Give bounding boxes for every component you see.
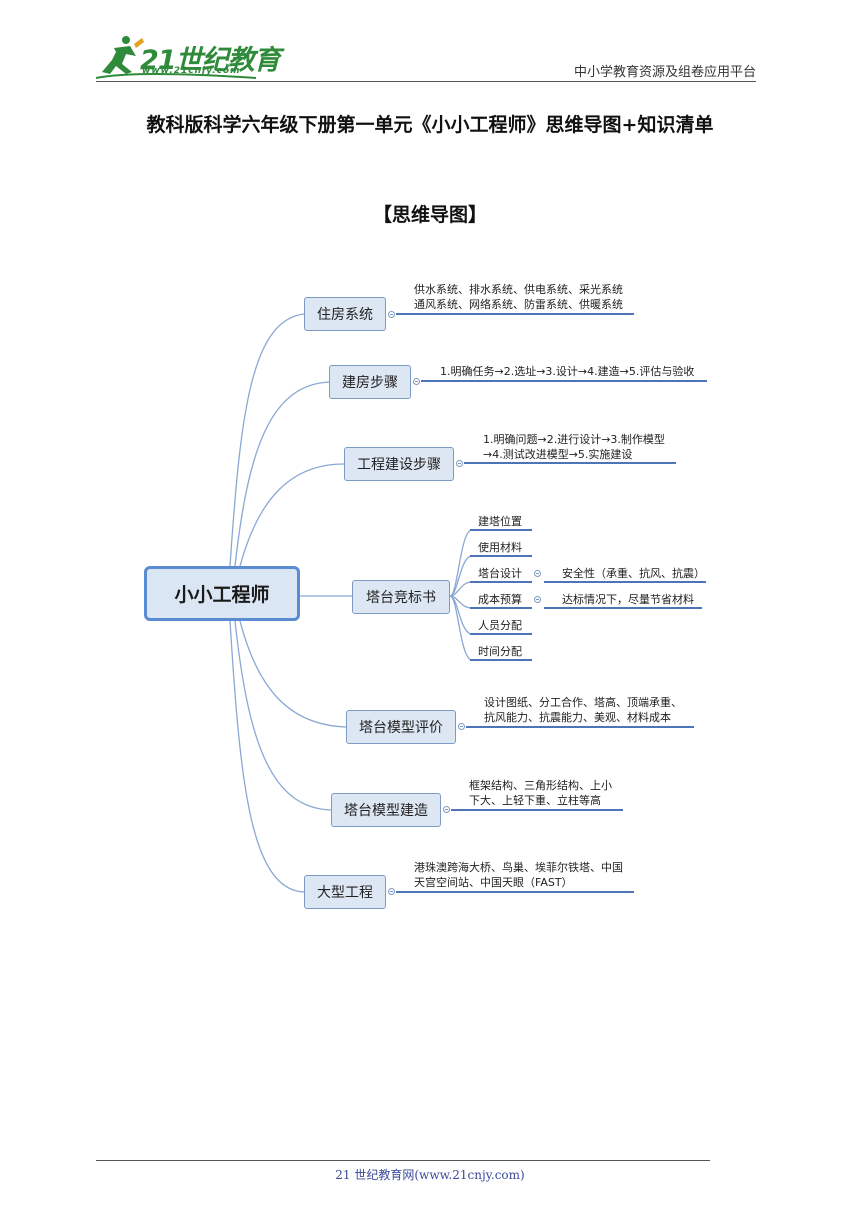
branch-detail-line: 1.明确问题→2.进行设计→3.制作模型	[483, 433, 665, 446]
collapse-icon	[456, 460, 463, 467]
collapse-icon	[413, 378, 420, 385]
bid-item-schedule: 时间分配	[478, 645, 522, 658]
logo-url: www.21cnjy.com	[142, 66, 241, 76]
branch-model-evaluation: 塔台模型评价	[346, 710, 456, 744]
branch-detail-line: 天宫空间站、中国天眼（FAST）	[414, 876, 573, 889]
footer-divider	[96, 1160, 710, 1161]
bid-item-design: 塔台设计	[478, 567, 522, 580]
branch-detail-line: 港珠澳跨海大桥、鸟巢、埃菲尔铁塔、中国	[414, 861, 623, 874]
header-divider	[96, 81, 756, 82]
detail-underline	[470, 659, 532, 661]
collapse-icon	[388, 888, 395, 895]
branch-detail-line: 通风系统、网络系统、防雷系统、供暖系统	[414, 298, 623, 311]
logo-text: 21世纪教育	[140, 45, 281, 76]
branch-major-projects: 大型工程	[304, 875, 386, 909]
detail-underline	[470, 607, 532, 609]
branch-tower-bid: 塔台竞标书	[352, 580, 450, 614]
branch-detail-line: 设计图纸、分工合作、塔高、顶端承重、	[484, 696, 682, 709]
detail-underline	[470, 581, 532, 583]
branch-detail-line: →4.测试改进模型→5.实施建设	[483, 448, 633, 461]
mindmap-central-node: 小小工程师	[144, 566, 300, 621]
branch-detail-line: 1.明确任务→2.选址→3.设计→4.建造→5.评估与验收	[440, 365, 695, 378]
bid-item-staffing: 人员分配	[478, 619, 522, 632]
collapse-icon	[443, 806, 450, 813]
branch-detail-line: 供水系统、排水系统、供电系统、采光系统	[414, 283, 623, 296]
detail-underline	[396, 891, 634, 893]
bid-item-location: 建塔位置	[478, 515, 522, 528]
detail-underline	[466, 726, 694, 728]
collapse-icon	[534, 570, 541, 577]
branch-engineering-steps: 工程建设步骤	[344, 447, 454, 481]
collapse-icon	[534, 596, 541, 603]
branch-model-construction: 塔台模型建造	[331, 793, 441, 827]
footer-site-link[interactable]: 21 世纪教育网(www.21cnjy.com)	[335, 1168, 525, 1182]
collapse-icon	[458, 723, 465, 730]
detail-underline	[451, 809, 623, 811]
detail-underline	[396, 313, 634, 315]
detail-underline	[421, 380, 707, 382]
collapse-icon	[388, 311, 395, 318]
bid-design-detail: 安全性（承重、抗风、抗震）	[562, 567, 705, 580]
branch-detail-line: 抗风能力、抗震能力、美观、材料成本	[484, 711, 671, 724]
branch-detail-line: 框架结构、三角形结构、上小	[469, 779, 612, 792]
detail-underline	[464, 462, 676, 464]
branch-detail-line: 下大、上轻下重、立柱等高	[469, 794, 601, 807]
runner-logo-icon	[96, 36, 257, 79]
detail-underline	[470, 529, 532, 531]
document-title: 教科版科学六年级下册第一单元《小小工程师》思维导图+知识清单	[146, 114, 714, 136]
branch-building-steps: 建房步骤	[329, 365, 411, 399]
branch-housing-system: 住房系统	[304, 297, 386, 331]
header-platform-text: 中小学教育资源及组卷应用平台	[573, 65, 756, 80]
bid-budget-detail: 达标情况下，尽量节省材料	[562, 593, 694, 606]
detail-underline	[470, 633, 532, 635]
section-title: 【思维导图】	[372, 204, 487, 226]
detail-underline	[470, 555, 532, 557]
bid-item-materials: 使用材料	[478, 541, 522, 554]
detail-underline	[544, 581, 706, 583]
bid-item-budget: 成本预算	[478, 593, 522, 606]
detail-underline	[544, 607, 702, 609]
